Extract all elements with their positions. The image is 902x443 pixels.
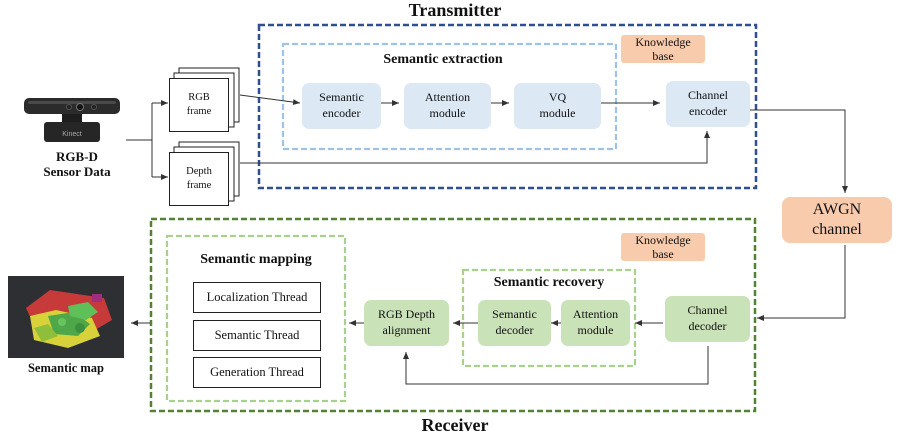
receiver-border xyxy=(149,217,757,413)
semantic-thread: Semantic Thread xyxy=(193,320,321,351)
decoder-to-alignment-loop xyxy=(403,346,709,385)
semantic-extraction-border xyxy=(281,42,618,151)
transmitter-title: Transmitter xyxy=(408,0,502,20)
transmitter-border xyxy=(257,23,758,190)
awgn-to-decoder xyxy=(757,245,846,321)
encoder-to-awgn xyxy=(750,109,848,193)
localization-thread: Localization Thread xyxy=(193,282,321,313)
semantic-map-image xyxy=(8,276,124,358)
kinect-icon: Kinect xyxy=(24,98,120,142)
kinect-brand-text: Kinect xyxy=(62,131,82,138)
rgb-to-encoder xyxy=(239,94,301,106)
semantic-recovery-title: Semantic recovery xyxy=(493,275,605,290)
semantic-map-render xyxy=(26,290,112,348)
semantic-extraction-title: Semantic extraction xyxy=(383,52,503,67)
kinect-sensor-image: Kinect xyxy=(22,96,124,144)
semantic-mapping-border xyxy=(165,234,347,403)
semantic-map-label: Semantic map xyxy=(27,361,105,375)
depth-to-channel-encoder xyxy=(240,131,710,164)
generation-thread: Generation Thread xyxy=(193,357,321,388)
receiver-title: Receiver xyxy=(421,415,489,435)
sensor-label: RGB-D Sensor Data xyxy=(43,149,111,179)
semantic-recovery-border xyxy=(461,268,637,368)
semantic-mapping-title: Semantic mapping xyxy=(200,252,312,267)
